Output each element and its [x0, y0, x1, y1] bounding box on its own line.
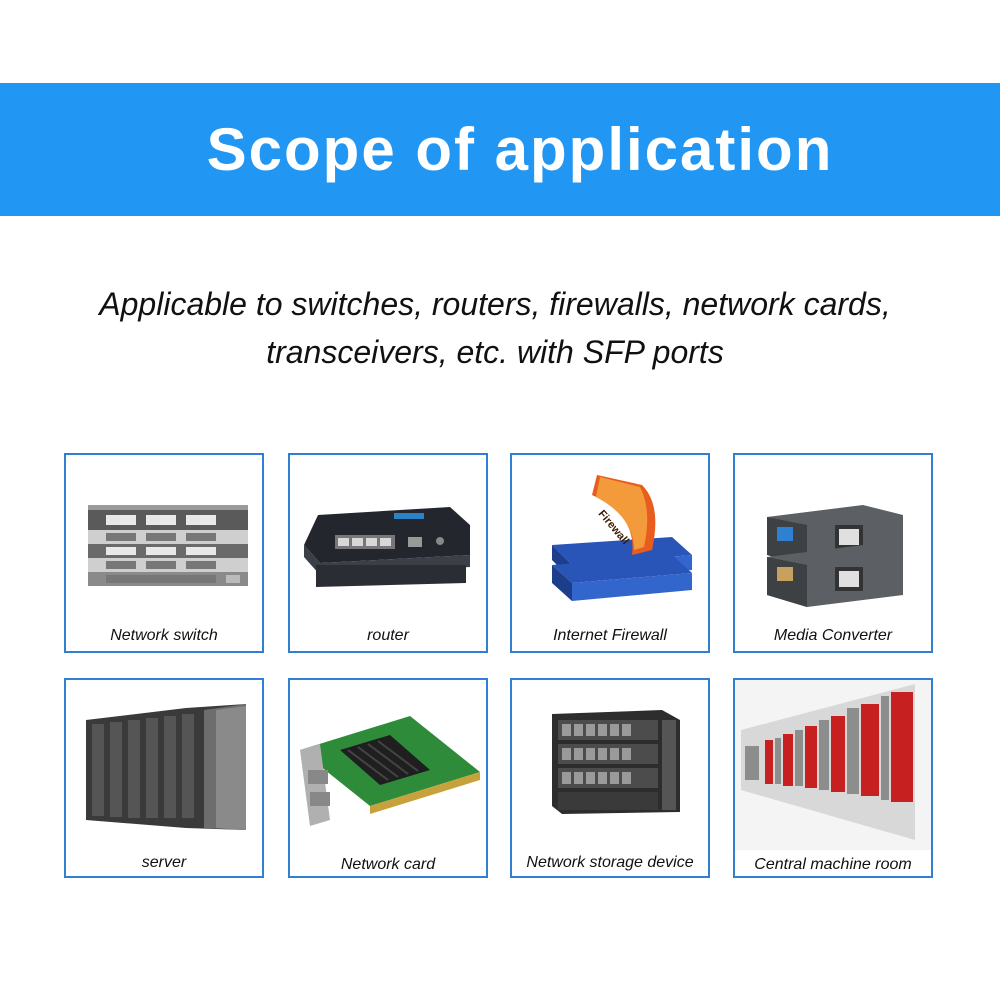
card-network-card: Network card [288, 678, 488, 878]
card-label: server [141, 854, 187, 871]
storage-device-icon [552, 710, 680, 814]
card-network-switch: Network switch [64, 453, 264, 653]
header-banner: Scope of application [0, 83, 1000, 216]
media-converter-icon [767, 505, 903, 607]
card-server: server [64, 678, 264, 878]
machine-room-icon [735, 680, 931, 850]
firewall-icon: Firewall [552, 475, 692, 601]
card-label: Media Converter [773, 627, 893, 644]
router-icon [304, 507, 470, 587]
card-label: Internet Firewall [553, 627, 667, 644]
network-switch-icon [88, 505, 248, 586]
card-network-storage-device: Network storage device [510, 678, 710, 878]
card-central-machine-room: Central machine room [733, 678, 933, 878]
network-card-icon [300, 716, 480, 826]
card-label: Network switch [110, 627, 218, 644]
subtitle-line-2: transceivers, etc. with SFP ports [266, 334, 724, 370]
page-title: Scope of application [206, 116, 834, 183]
server-rack-icon [86, 704, 246, 830]
card-media-converter: Media Converter [733, 453, 933, 653]
subtitle-line-1: Applicable to switches, routers, firewal… [99, 286, 891, 322]
card-label: Network storage device [526, 854, 694, 871]
card-label: router [367, 627, 409, 644]
subtitle: Applicable to switches, routers, firewal… [0, 280, 990, 376]
card-label: Central machine room [754, 856, 912, 873]
card-label: Network card [340, 856, 436, 873]
card-internet-firewall: Firewall Internet Firewall [510, 453, 710, 653]
card-router: router [288, 453, 488, 653]
